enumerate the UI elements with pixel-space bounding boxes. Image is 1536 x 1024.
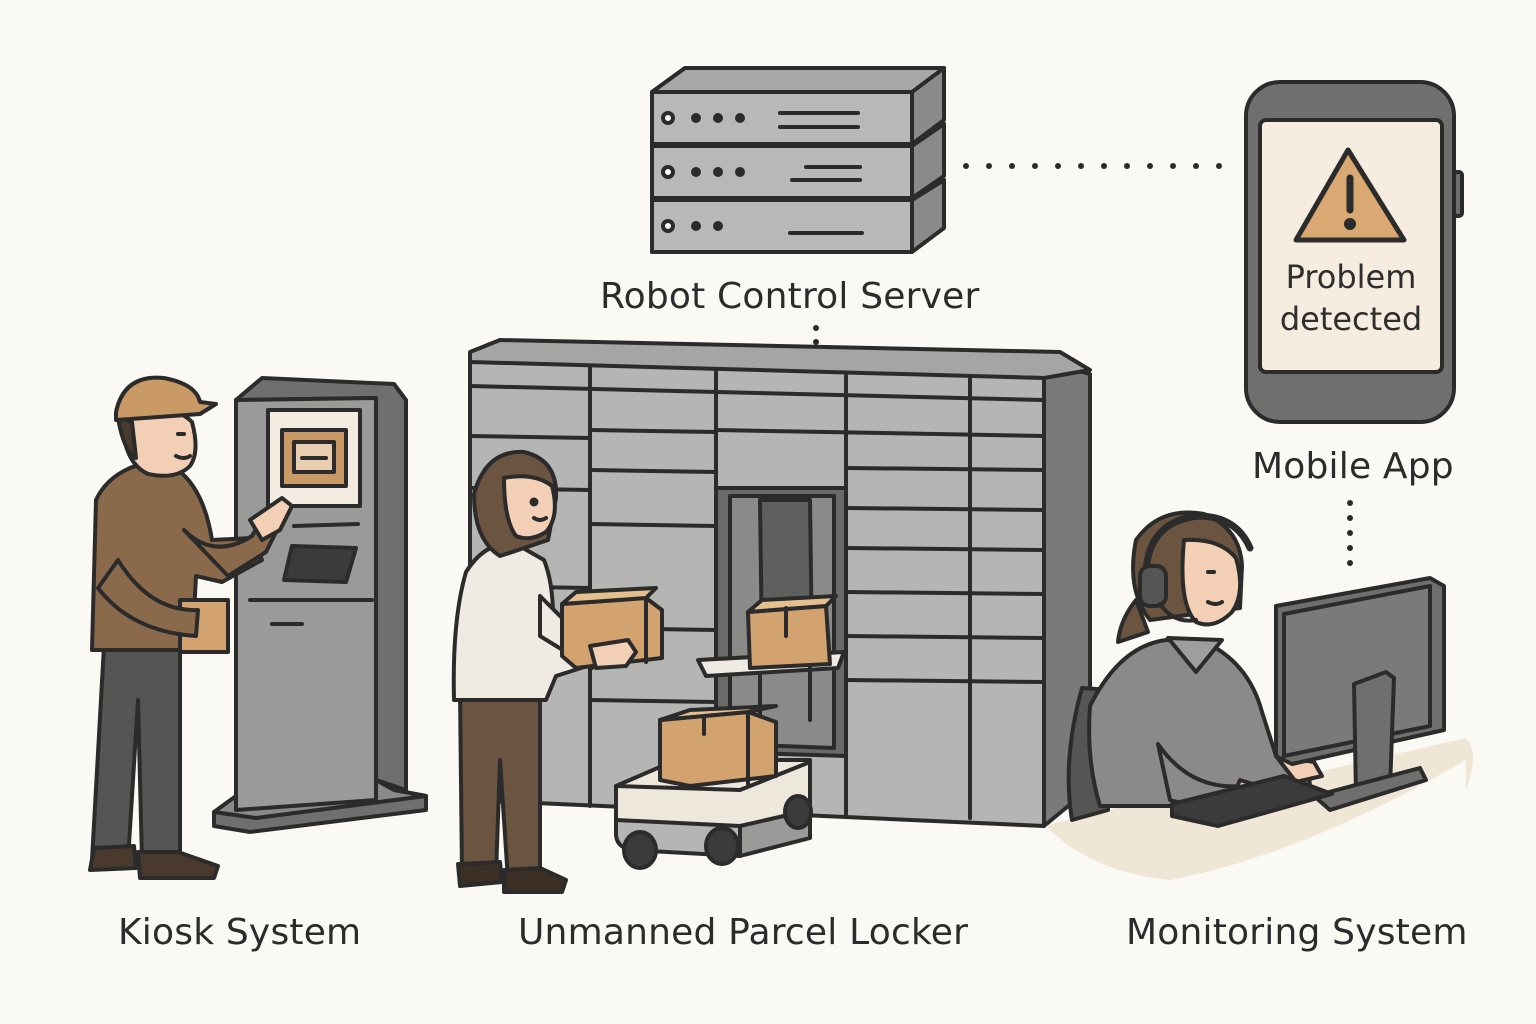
customer-person-icon xyxy=(451,449,664,894)
mobile-app-label: Mobile App xyxy=(1252,446,1454,487)
monitoring-system-label: Monitoring System xyxy=(1126,912,1468,953)
connector-server-to-app xyxy=(963,163,1222,169)
robot-control-server-icon xyxy=(650,66,946,254)
parcel-locker-label: Unmanned Parcel Locker xyxy=(518,912,969,953)
phone-alert-message: Problem detected xyxy=(1262,256,1440,340)
alert-line-2: detected xyxy=(1279,300,1423,338)
delivery-robot-icon xyxy=(614,594,846,870)
kiosk-system-label: Kiosk System xyxy=(118,912,362,953)
connector-app-to-monitoring xyxy=(1347,500,1353,566)
mobile-phone-icon xyxy=(1244,80,1464,424)
alert-line-1: Problem xyxy=(1285,258,1417,296)
parcel-locker-icon xyxy=(468,338,1092,828)
kiosk-machine-icon xyxy=(212,376,428,834)
connector-server-to-locker xyxy=(813,325,819,345)
courier-person-icon xyxy=(88,375,294,880)
robot-control-server-label: Robot Control Server xyxy=(600,276,980,317)
computer-monitor-icon xyxy=(1170,576,1446,828)
